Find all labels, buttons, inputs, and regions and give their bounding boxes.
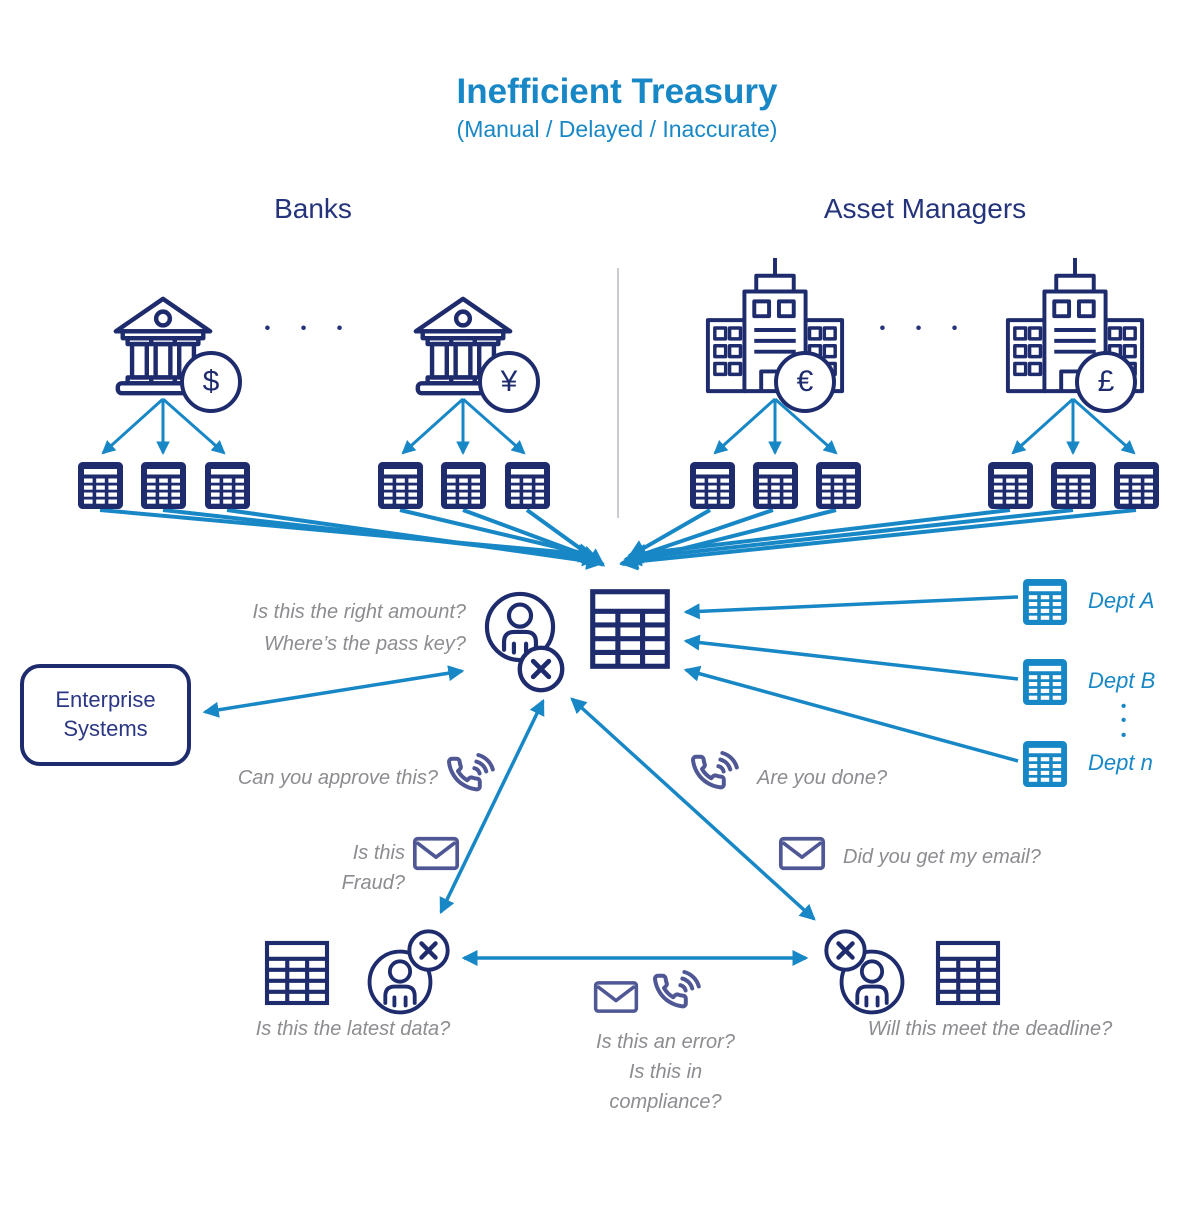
banks-section-label: Banks [274, 193, 352, 224]
spreadsheet-icon [753, 462, 798, 509]
currency-badge-euro: € [774, 351, 836, 413]
error-x-icon [515, 643, 567, 695]
currency-symbol: £ [1097, 365, 1115, 398]
dept-spreadsheet-icon [1023, 659, 1067, 705]
question-error: Is this an error? [596, 1031, 735, 1053]
currency-badge-dollar: $ [180, 351, 242, 413]
enterprise-systems-box: Enterprise Systems [20, 664, 191, 766]
spreadsheet-icon [141, 462, 186, 509]
spreadsheet-icon [205, 462, 250, 509]
phone-icon [444, 751, 496, 803]
page-title: Inefficient Treasury [456, 72, 778, 111]
currency-symbol: € [796, 365, 814, 398]
spreadsheet-icon [441, 462, 486, 509]
asset-managers-section-label: Asset Managers [823, 193, 1027, 224]
email-icon [593, 980, 639, 1014]
spreadsheet-icon [690, 462, 735, 509]
dept-n-label: Dept n [1088, 750, 1153, 775]
spreadsheet-icon [935, 940, 1001, 1006]
page-subtitle: (Manual / Delayed / Inaccurate) [456, 116, 778, 142]
phone-icon [688, 749, 740, 801]
spreadsheet-icon [988, 462, 1033, 509]
section-divider [617, 268, 619, 518]
question-pass-key: Where’s the pass key? [264, 633, 466, 655]
spreadsheet-icon [1051, 462, 1096, 509]
question-deadline: Will this meet the deadline? [867, 1018, 1113, 1040]
banks-ellipsis: • • • [264, 320, 356, 337]
error-x-icon [822, 927, 869, 974]
error-x-icon [405, 927, 452, 974]
email-icon [412, 836, 460, 871]
asset-managers-ellipsis: • • • [879, 320, 971, 337]
question-email: Did you get my email? [843, 846, 1041, 868]
question-done: Are you done? [757, 767, 888, 789]
currency-symbol: $ [202, 365, 220, 398]
dept-b-label: Dept B [1088, 668, 1156, 693]
departments-ellipsis: • • • [1121, 698, 1127, 744]
spreadsheet-icon [264, 940, 330, 1006]
dept-spreadsheet-icon [1023, 579, 1067, 625]
phone-icon [650, 968, 702, 1020]
enterprise-systems-label: Enterprise Systems [55, 687, 156, 741]
question-fraud: Is this Fraud? [341, 842, 405, 894]
question-approve: Can you approve this? [237, 767, 438, 789]
question-latest-data: Is this the latest data? [255, 1018, 451, 1040]
dept-spreadsheet-icon [1023, 741, 1067, 787]
spreadsheet-icon [78, 462, 123, 509]
spreadsheet-icon [816, 462, 861, 509]
currency-symbol: ¥ [500, 365, 518, 398]
email-icon [778, 836, 826, 871]
currency-badge-pound: £ [1075, 351, 1137, 413]
spreadsheet-icon [378, 462, 423, 509]
question-right-amount: Is this the right amount? [252, 601, 466, 623]
question-compliance: Is this in compliance? [609, 1061, 722, 1113]
spreadsheet-icon [505, 462, 550, 509]
dept-a-label: Dept A [1088, 588, 1155, 613]
currency-badge-yen: ¥ [478, 351, 540, 413]
central-spreadsheet-icon [589, 588, 671, 670]
spreadsheet-icon [1114, 462, 1159, 509]
